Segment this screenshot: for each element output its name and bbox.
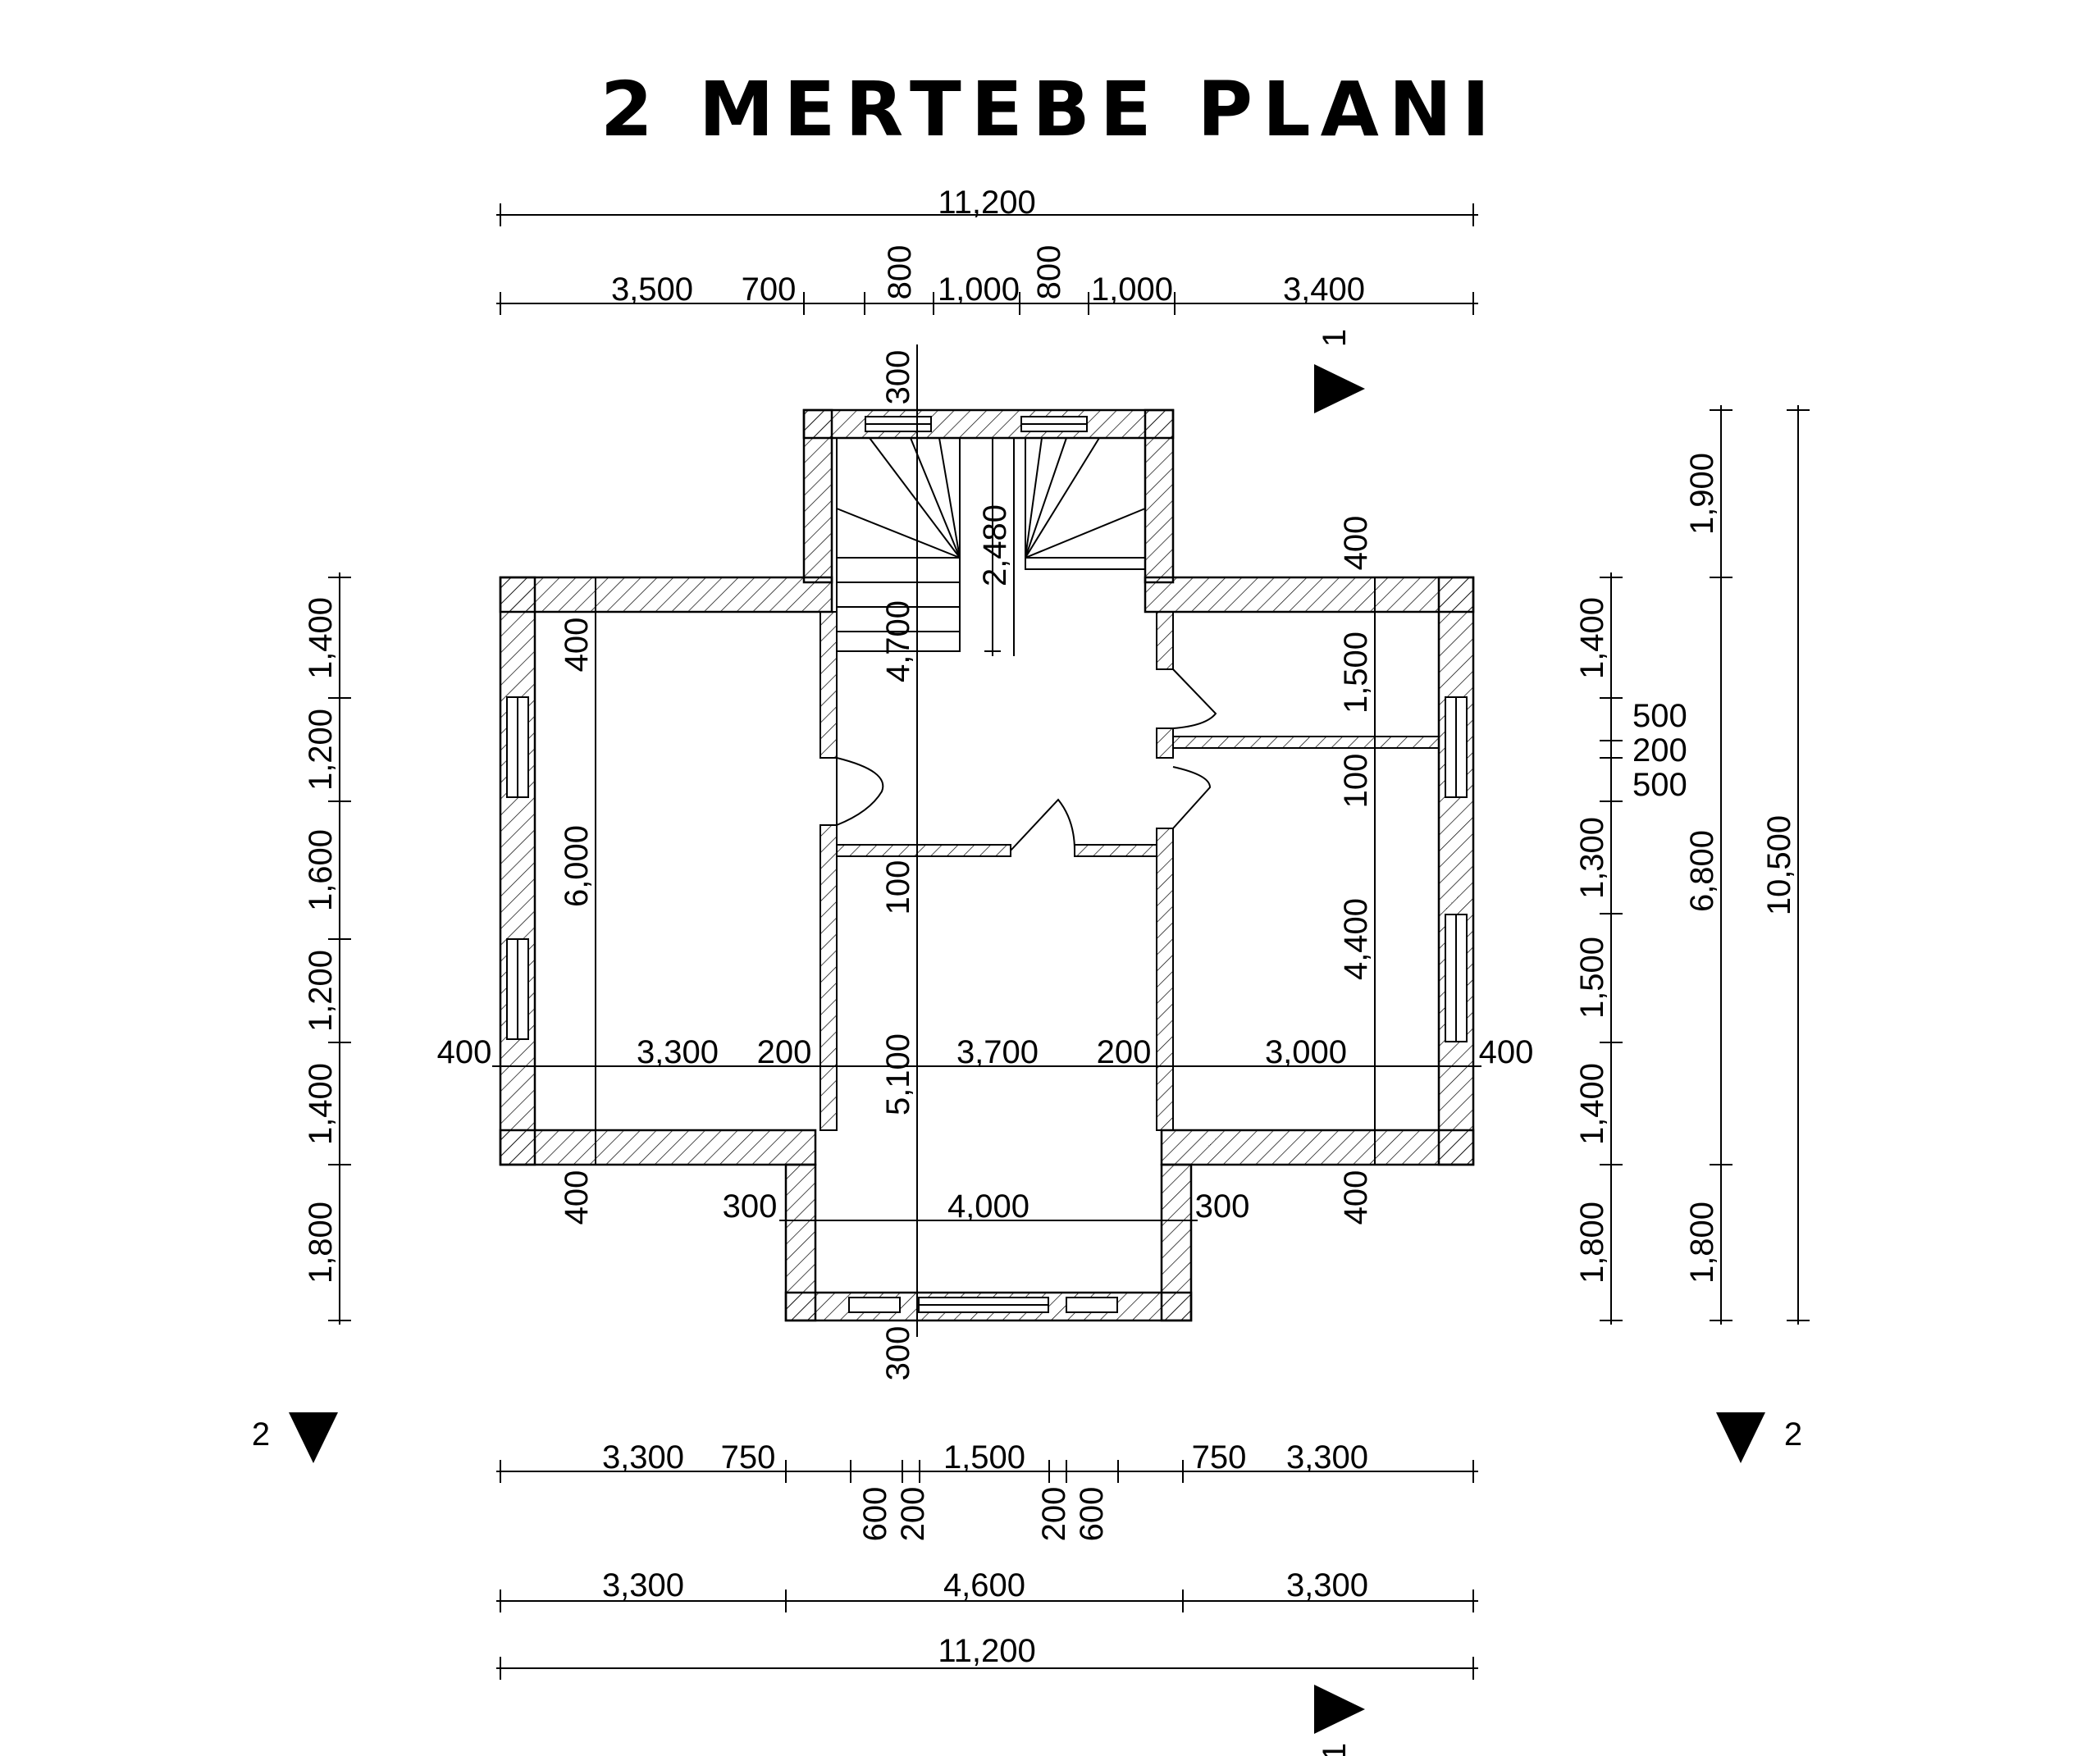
section-label-2-right: 2 — [1784, 1416, 1802, 1453]
dim-inner-7: 6,000 — [559, 825, 595, 907]
dim-left-5: 1,800 — [303, 1202, 339, 1284]
dim-left-0: 1,400 — [303, 597, 339, 679]
dim-bottom-mid-0: 3,300 — [602, 1567, 684, 1603]
dim-right-a-3: 500 — [1632, 767, 1687, 803]
windows — [506, 416, 1468, 1313]
dim-bottom-mid-2: 3,300 — [1286, 1567, 1368, 1603]
dim-left-3: 1,200 — [303, 950, 339, 1032]
dim-right-b-0: 1,900 — [1684, 453, 1720, 535]
section-label-1-bottom: 1 — [1317, 1743, 1353, 1756]
section-label-2-left: 2 — [252, 1416, 270, 1453]
dim-bottom-chain-7: 750 — [1192, 1439, 1247, 1475]
dim-mid-4: 200 — [1097, 1034, 1152, 1070]
dim-inner-11: 100 — [1338, 754, 1374, 809]
dim-top-4: 800 — [1031, 245, 1067, 300]
dim-inner-9: 400 — [1338, 516, 1374, 571]
dim-top-6: 3,400 — [1283, 271, 1365, 308]
section-arrow-1-bottom — [1314, 1685, 1365, 1734]
dim-low-0: 300 — [723, 1188, 778, 1225]
dim-inner-3: 5,100 — [880, 1033, 916, 1115]
dim-bottom-total: 11,200 — [938, 1633, 1035, 1669]
dim-bottom-mid-1: 4,600 — [943, 1567, 1025, 1603]
dim-right-a-1: 500 — [1632, 698, 1687, 734]
section-arrow-2-left — [289, 1412, 338, 1463]
dim-inner-4: 300 — [880, 1326, 916, 1381]
dim-inner-10: 1,500 — [1338, 632, 1374, 714]
dim-inner-5: 2,480 — [977, 504, 1013, 586]
dim-top-3: 1,000 — [938, 271, 1020, 308]
dim-low-2: 300 — [1195, 1188, 1250, 1225]
dimension-lines — [328, 203, 1810, 1680]
dim-mid-5: 3,000 — [1265, 1034, 1347, 1070]
dim-bottom-chain-4: 1,500 — [943, 1439, 1025, 1475]
dim-right-total: 10,500 — [1761, 815, 1797, 915]
dim-mid-2: 200 — [757, 1034, 812, 1070]
section-arrow-1-top — [1314, 364, 1365, 413]
dim-inner-0: 300 — [880, 350, 916, 405]
dim-bottom-chain-2: 600 — [857, 1487, 893, 1542]
staircase — [836, 437, 1146, 656]
dim-mid-3: 3,700 — [956, 1034, 1039, 1070]
section-label-1-top: 1 — [1317, 329, 1353, 347]
doors — [836, 668, 1217, 851]
dim-right-b-1: 6,800 — [1684, 830, 1720, 912]
interior-walls — [819, 611, 1440, 1131]
dim-right-a-4: 1,300 — [1574, 817, 1610, 899]
dim-low-1: 4,000 — [947, 1188, 1029, 1225]
dim-inner-2: 100 — [880, 860, 916, 915]
dim-inner-1: 4,700 — [880, 600, 916, 682]
dim-right-a-2: 200 — [1632, 732, 1687, 769]
dim-right-a-7: 1,800 — [1574, 1202, 1610, 1284]
dim-mid-1: 3,300 — [637, 1034, 719, 1070]
exterior-walls — [499, 408, 1475, 1322]
dim-bottom-chain-1: 750 — [721, 1439, 776, 1475]
section-arrow-2-right — [1716, 1412, 1765, 1463]
dim-left-2: 1,600 — [303, 829, 339, 911]
dim-top-1: 700 — [742, 271, 797, 308]
section-markers — [289, 364, 1765, 1734]
dim-mid-6: 400 — [1479, 1034, 1534, 1070]
page-title: 2 MERTEBE PLANI — [600, 66, 1500, 153]
dim-inner-8: 400 — [559, 1170, 595, 1225]
dim-right-a-6: 1,400 — [1574, 1063, 1610, 1145]
dim-right-a-0: 1,400 — [1574, 597, 1610, 679]
dim-bottom-chain-3: 200 — [895, 1487, 931, 1542]
dim-top-0: 3,500 — [611, 271, 693, 308]
dim-bottom-chain-6: 600 — [1074, 1487, 1110, 1542]
dim-bottom-chain-5: 200 — [1036, 1487, 1072, 1542]
dim-inner-12: 4,400 — [1338, 898, 1374, 980]
dim-top-5: 1,000 — [1091, 271, 1173, 308]
dim-bottom-chain-0: 3,300 — [602, 1439, 684, 1475]
dim-bottom-chain-8: 3,300 — [1286, 1439, 1368, 1475]
dim-top-total: 11,200 — [938, 185, 1035, 221]
dim-right-b-2: 1,800 — [1684, 1202, 1720, 1284]
dim-mid-0: 400 — [437, 1034, 492, 1070]
dim-top-2: 800 — [882, 245, 918, 300]
dim-right-a-5: 1,500 — [1574, 937, 1610, 1019]
dim-inner-13: 400 — [1338, 1170, 1374, 1225]
dim-inner-6: 400 — [559, 618, 595, 673]
dim-left-1: 1,200 — [303, 709, 339, 791]
dim-left-4: 1,400 — [303, 1063, 339, 1145]
